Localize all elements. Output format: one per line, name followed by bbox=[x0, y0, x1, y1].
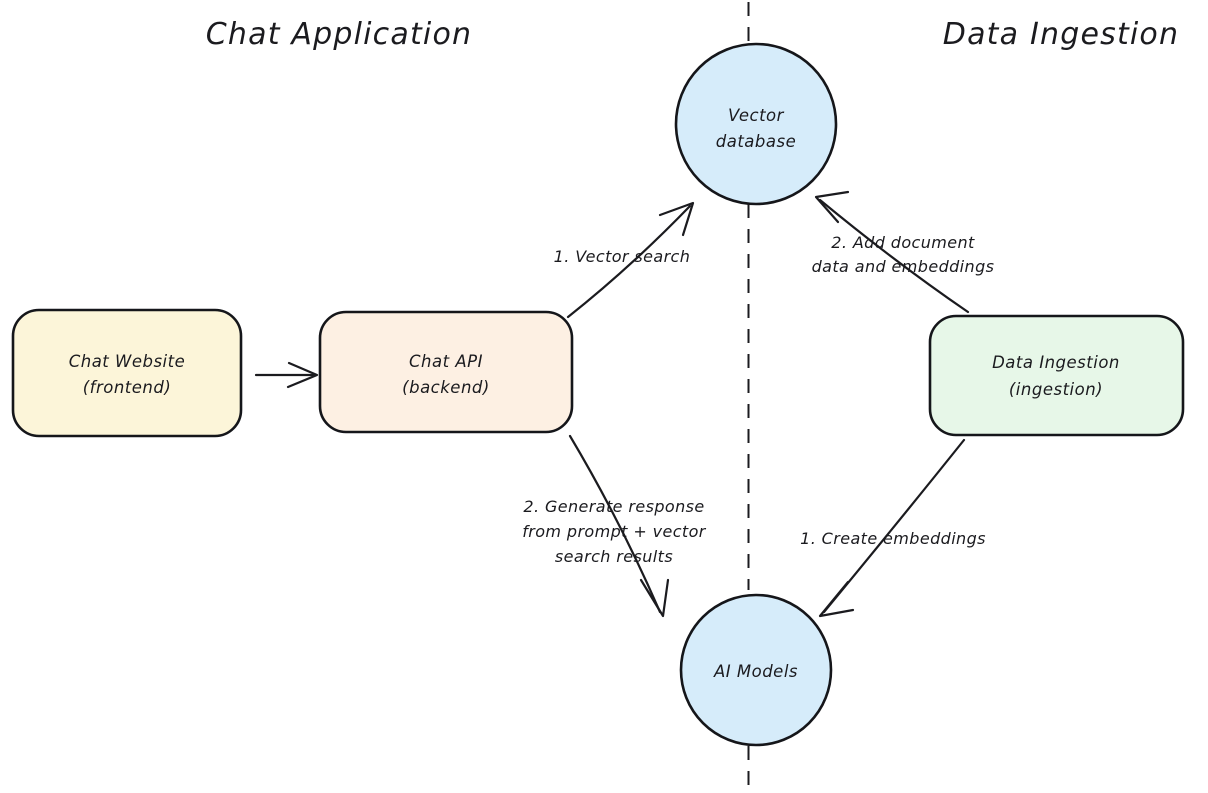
edge-label-line: search results bbox=[555, 547, 673, 566]
edge-api-to-vector-database bbox=[566, 201, 695, 319]
edge-label-api-to-ai-models: 2. Generate response from prompt + vecto… bbox=[522, 497, 707, 566]
edge-label-line: from prompt + vector bbox=[522, 522, 707, 541]
node-data-ingestion-label-line2: (ingestion) bbox=[1009, 380, 1103, 399]
edge-label-line: 1. Vector search bbox=[554, 247, 691, 266]
edge-label-line: 2. Generate response bbox=[523, 497, 704, 516]
node-data-ingestion-service[interactable]: Data Ingestion (ingestion) bbox=[928, 314, 1185, 437]
node-chat-website[interactable]: Chat Website (frontend) bbox=[11, 308, 243, 438]
node-chat-website-label-line1: Chat Website bbox=[69, 352, 186, 371]
edge-label-ingestion-to-ai-models: 1. Create embeddings bbox=[800, 529, 986, 548]
node-vector-database-label-line1: Vector bbox=[728, 106, 785, 125]
node-ai-models-label-line1: AI Models bbox=[713, 662, 798, 681]
node-vector-database-label-line2: database bbox=[716, 132, 797, 151]
edge-ingestion-to-ai-models bbox=[818, 438, 966, 618]
edge-label-line: 2. Add document bbox=[831, 233, 975, 252]
node-chat-api[interactable]: Chat API (backend) bbox=[318, 310, 574, 434]
edge-label-line: 1. Create embeddings bbox=[800, 529, 986, 548]
edge-label-line: data and embeddings bbox=[812, 257, 995, 276]
node-chat-api-label-line2: (backend) bbox=[402, 378, 490, 397]
node-ai-models[interactable]: AI Models bbox=[679, 593, 833, 747]
edge-website-to-api bbox=[254, 361, 319, 389]
edge-label-api-to-vector-database: 1. Vector search bbox=[554, 247, 691, 266]
edge-label-ingestion-to-vector-database: 2. Add document data and embeddings bbox=[812, 233, 995, 276]
node-vector-database[interactable]: Vector database bbox=[674, 42, 838, 206]
title-chat-application: Chat Application bbox=[206, 17, 472, 52]
node-chat-api-label-line1: Chat API bbox=[409, 352, 483, 371]
edge-api-to-ai-models bbox=[568, 434, 670, 618]
node-chat-website-label-line2: (frontend) bbox=[83, 378, 172, 397]
node-data-ingestion-label-line1: Data Ingestion bbox=[992, 353, 1120, 372]
edge-ingestion-to-vector-database bbox=[814, 190, 970, 314]
title-data-ingestion: Data Ingestion bbox=[943, 17, 1179, 52]
